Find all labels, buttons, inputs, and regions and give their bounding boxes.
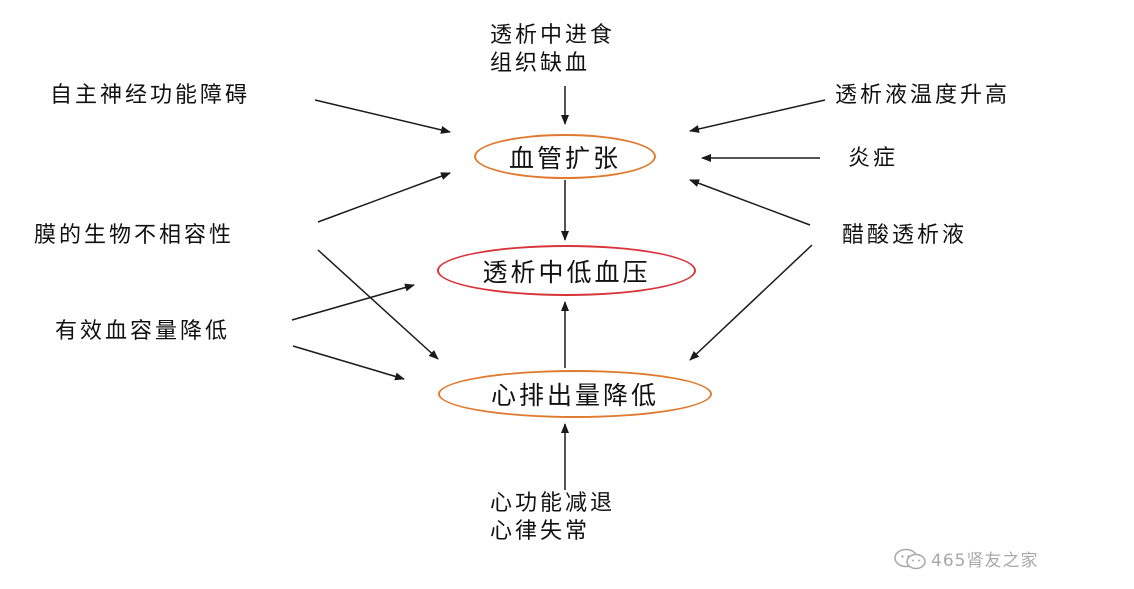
node-vasodilation-label: 血管扩张: [508, 143, 621, 173]
factor-cardiac-function-label: 心功能减退: [490, 491, 616, 516]
factor-reduced-effective-volume: 有效血容量降低: [55, 319, 231, 344]
node-intradialytic-hypotension: 透析中低血压: [437, 245, 696, 296]
factor-inflammation: 炎症: [848, 146, 899, 171]
factor-ischemia-label: 组织缺血: [490, 51, 591, 76]
factor-arrhythmia-label: 心律失常: [490, 519, 591, 544]
node-intradialytic-hypotension-label: 透析中低血压: [482, 257, 651, 287]
node-low-cardiac-output-label: 心排出量降低: [490, 381, 659, 410]
factor-cardiac-function-arrhythmia: 心功能减退 心律失常: [490, 490, 615, 546]
wechat-icon: [894, 548, 926, 569]
watermark-text: 465肾友之家: [931, 551, 1039, 571]
arrow-membrane-to-cardiac-output: [317, 249, 439, 360]
arrow-acetate-to-cardiac-output: [689, 244, 813, 361]
watermark: 465肾友之家: [893, 546, 1038, 571]
arrow-dialysate-temp-to-vasodilation: [689, 99, 826, 133]
node-low-cardiac-output: 心排出量降低: [438, 370, 712, 418]
arrow-acetate-to-vasodilation: [689, 179, 811, 226]
factor-food-ischemia: 透析中进食 组织缺血: [490, 22, 615, 78]
arrow-volume-to-idh: [291, 283, 415, 321]
arrow-volume-to-cardiac-output: [292, 345, 405, 381]
factor-membrane-bioincompatibility: 膜的生物不相容性: [34, 223, 235, 248]
factor-food-label: 透析中进食: [490, 23, 616, 48]
factor-autonomic-dysfunction: 自主神经功能障碍: [50, 83, 251, 108]
node-vasodilation: 血管扩张: [474, 134, 656, 179]
arrow-autonomic-to-vasodilation: [314, 99, 451, 134]
arrow-membrane-to-vasodilation: [317, 172, 451, 223]
factor-acetate-dialysate: 醋酸透析液: [842, 223, 968, 248]
factor-dialysate-temperature: 透析液温度升高: [835, 83, 1011, 108]
